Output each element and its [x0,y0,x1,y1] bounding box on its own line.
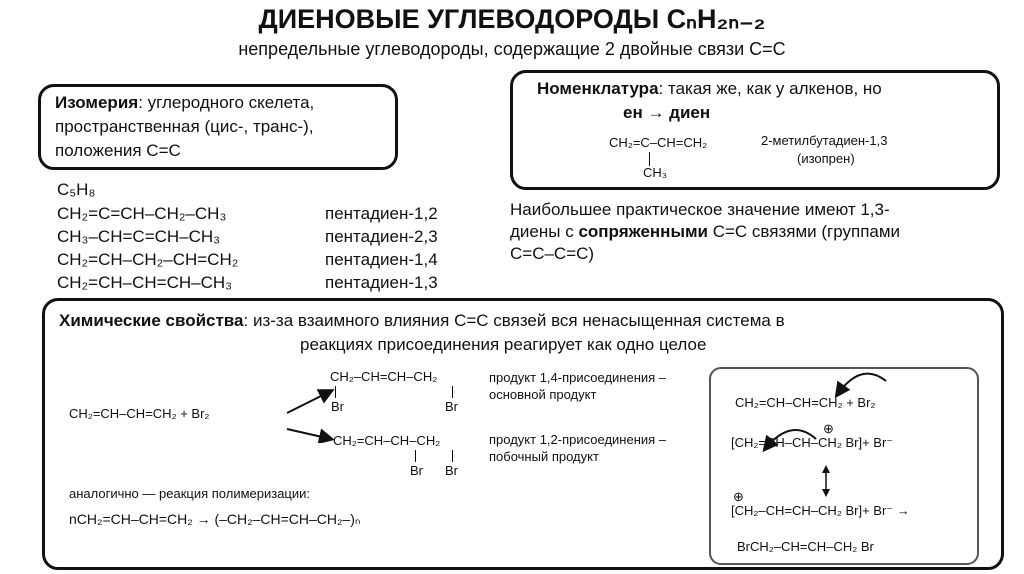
product-1-2-desc: продукт 1,2-присоединения – побочный прод… [489,431,666,465]
isomer-name: пентадиен-1,2 [325,204,438,223]
isomerism-label: Изомерия [55,93,139,112]
mechanism-box: CH₂=CH–CH=CH₂ + Br₂ ⊕ [CH₂=CH–CH–CH₂ Br]… [709,367,979,565]
isomer-list: CH₂=C=CH–CH₂–CH₃ CH₃–CH=C=CH–CH₃ CH₂=CH–… [57,202,238,294]
nomenclature-box: Номенклатура: такая же, как у алкенов, н… [510,70,1000,190]
nomenclature-label: Номенклатура [537,79,659,98]
desc-line: продукт 1,4-присоединения – [489,370,667,385]
isoprene-branch: CH₃ [643,165,668,180]
bromine: Br [445,399,458,414]
isoprene-formula: CH₂=C–CH=CH₂ [609,135,708,150]
bromine: Br [331,399,344,414]
isomer-name: пентадиен-2,3 [325,227,438,246]
practical-line: С=С–С=С) [510,244,595,263]
product-1-4: CH₂–CH=CH–CH₂ [330,369,438,384]
bromine: Br [410,463,423,478]
cation-charge: ⊕ [823,421,834,436]
isomer-formula: C₅H₈ [57,180,96,199]
chem-label: Химические свойства [59,311,244,330]
reaction-arrows-icon [286,389,335,443]
product-1-4-desc: продукт 1,4-присоединения – основной прод… [489,369,666,403]
isomerism-text: положения С=С [55,141,181,160]
mechanism-step-1: CH₂=CH–CH=CH₂ + Br₂ [735,395,876,410]
isomer-structure: CH₂=CH–CH=CH–CH₃ [57,273,233,292]
chem-text: : из-за взаимного влияния С=С связей вся… [243,311,785,330]
subtitle: непредельные углеводороды, содержащие 2 … [238,39,786,59]
isomer-name: пентадиен-1,3 [325,273,438,292]
chem-text: реакциях присоединения реагирует как одн… [300,335,707,354]
desc-line: основной продукт [489,387,597,402]
polymerization-label: аналогично — реакция полимеризации: [69,486,311,501]
mechanism-product: BrCH₂–CH=CH–CH₂ Br [737,539,874,554]
product-1-2: CH₂=CH–CH–CH₂ [333,433,441,448]
polymerization-equation: nCH₂=CH–CH=CH₂ → (–CH₂–CH=CH–CH₂–)ₙ [69,511,361,527]
isomer-structure: CH₃–CH=C=CH–CH₃ [57,227,221,246]
isomer-structure: CH₂=C=CH–CH₂–CH₃ [57,204,227,223]
isomer-names: пентадиен-1,2 пентадиен-2,3 пентадиен-1,… [325,202,438,294]
practical-line: Наибольшее практическое значение имеют 1… [510,200,890,219]
desc-line: продукт 1,2-присоединения – [489,432,667,447]
nomenclature-text: : такая же, как у алкенов, но [658,79,882,98]
bromine: Br [445,463,458,478]
electron-arrows-icon [762,372,887,497]
practical-line: диены с сопряженными С=С связями (группа… [510,221,900,243]
desc-line: побочный продукт [489,449,599,464]
practical-note: Наибольшее практическое значение имеют 1… [510,199,900,265]
isomerism-text: пространственная (цис-, транс-), [55,117,314,136]
isoprene-name: 2-метилбутадиен-1,3 [761,133,888,148]
nomenclature-rule: ен → диен [623,103,711,122]
practical-text: диены с [510,222,579,241]
reactant: CH₂=CH–CH=CH₂ + Br₂ [69,406,210,421]
cation-charge: ⊕ [733,489,744,504]
chemical-properties-box: Химические свойства: из-за взаимного вли… [42,298,1004,570]
isomer-structure: CH₂=CH–CH₂–CH=CH₂ [57,250,239,269]
isomerism-box: Изомерия: углеродного скелета, пространс… [38,84,398,170]
isomer-name: пентадиен-1,4 [325,250,438,269]
isoprene-trivial: (изопрен) [797,151,855,166]
mechanism-step-2: [CH₂=CH–CH–CH₂ Br]+ Br⁻ [731,435,894,450]
page-title: ДИЕНОВЫЕ УГЛЕВОДОРОДЫ CₙH₂ₙ₋₂ [258,4,766,34]
practical-emphasis: сопряженными [578,222,708,241]
practical-text: С=С связями (группами [708,222,901,241]
mechanism-step-3: [CH₂–CH=CH–CH₂ Br]+ Br⁻ → [731,503,910,518]
isomerism-text: : углеродного скелета, [138,93,315,112]
